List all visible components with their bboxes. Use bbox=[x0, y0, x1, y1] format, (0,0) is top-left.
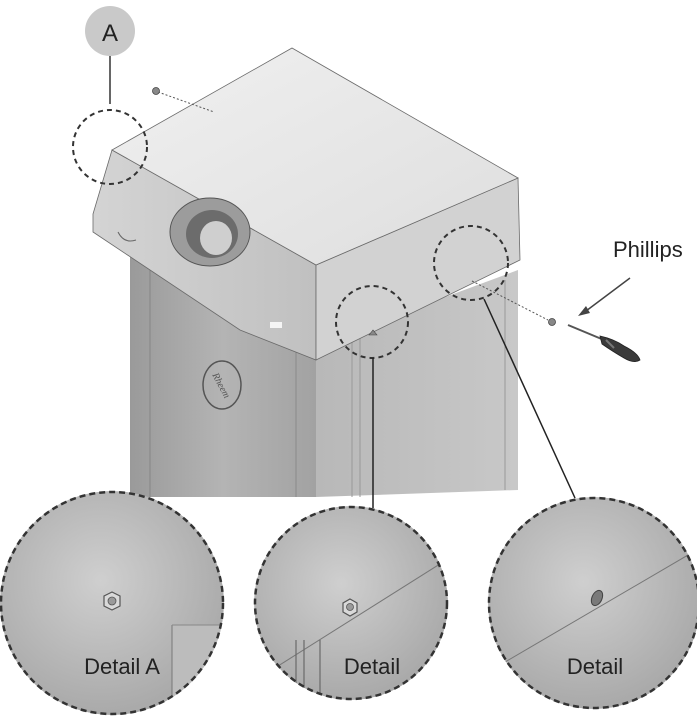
screw-callouts bbox=[152, 87, 556, 336]
tool-callout: Phillips bbox=[578, 237, 683, 316]
hex-screw-icon bbox=[342, 598, 358, 617]
phillips-screwdriver-icon bbox=[567, 324, 641, 362]
callout-badge-a: A bbox=[85, 6, 135, 104]
detail-label: Detail A bbox=[84, 654, 160, 679]
detail-middle-view: Detail bbox=[253, 505, 449, 701]
vent-collar bbox=[169, 197, 251, 267]
screw-icon bbox=[152, 87, 160, 95]
leader-line-right bbox=[483, 298, 576, 499]
screw-icon bbox=[368, 329, 378, 336]
hex-screw-icon bbox=[103, 591, 121, 611]
screw-hole-icon bbox=[590, 589, 604, 607]
locator-circle-right bbox=[433, 225, 509, 301]
unit-front-body bbox=[130, 240, 316, 497]
tool-arrow bbox=[585, 277, 631, 312]
locator-circle-a bbox=[72, 109, 148, 185]
detail-a-view: Detail A bbox=[0, 490, 225, 716]
screw-icon bbox=[548, 318, 556, 326]
arrow-head-icon bbox=[578, 306, 590, 316]
water-heater-unit: Rheem bbox=[92, 47, 521, 497]
detail-right-view: Detail bbox=[487, 496, 697, 710]
locator-circle-middle bbox=[335, 285, 409, 359]
detail-label: Detail bbox=[567, 654, 623, 679]
tool-label: Phillips bbox=[613, 237, 683, 262]
callout-letter: A bbox=[102, 20, 118, 47]
detail-label: Detail bbox=[344, 654, 400, 679]
